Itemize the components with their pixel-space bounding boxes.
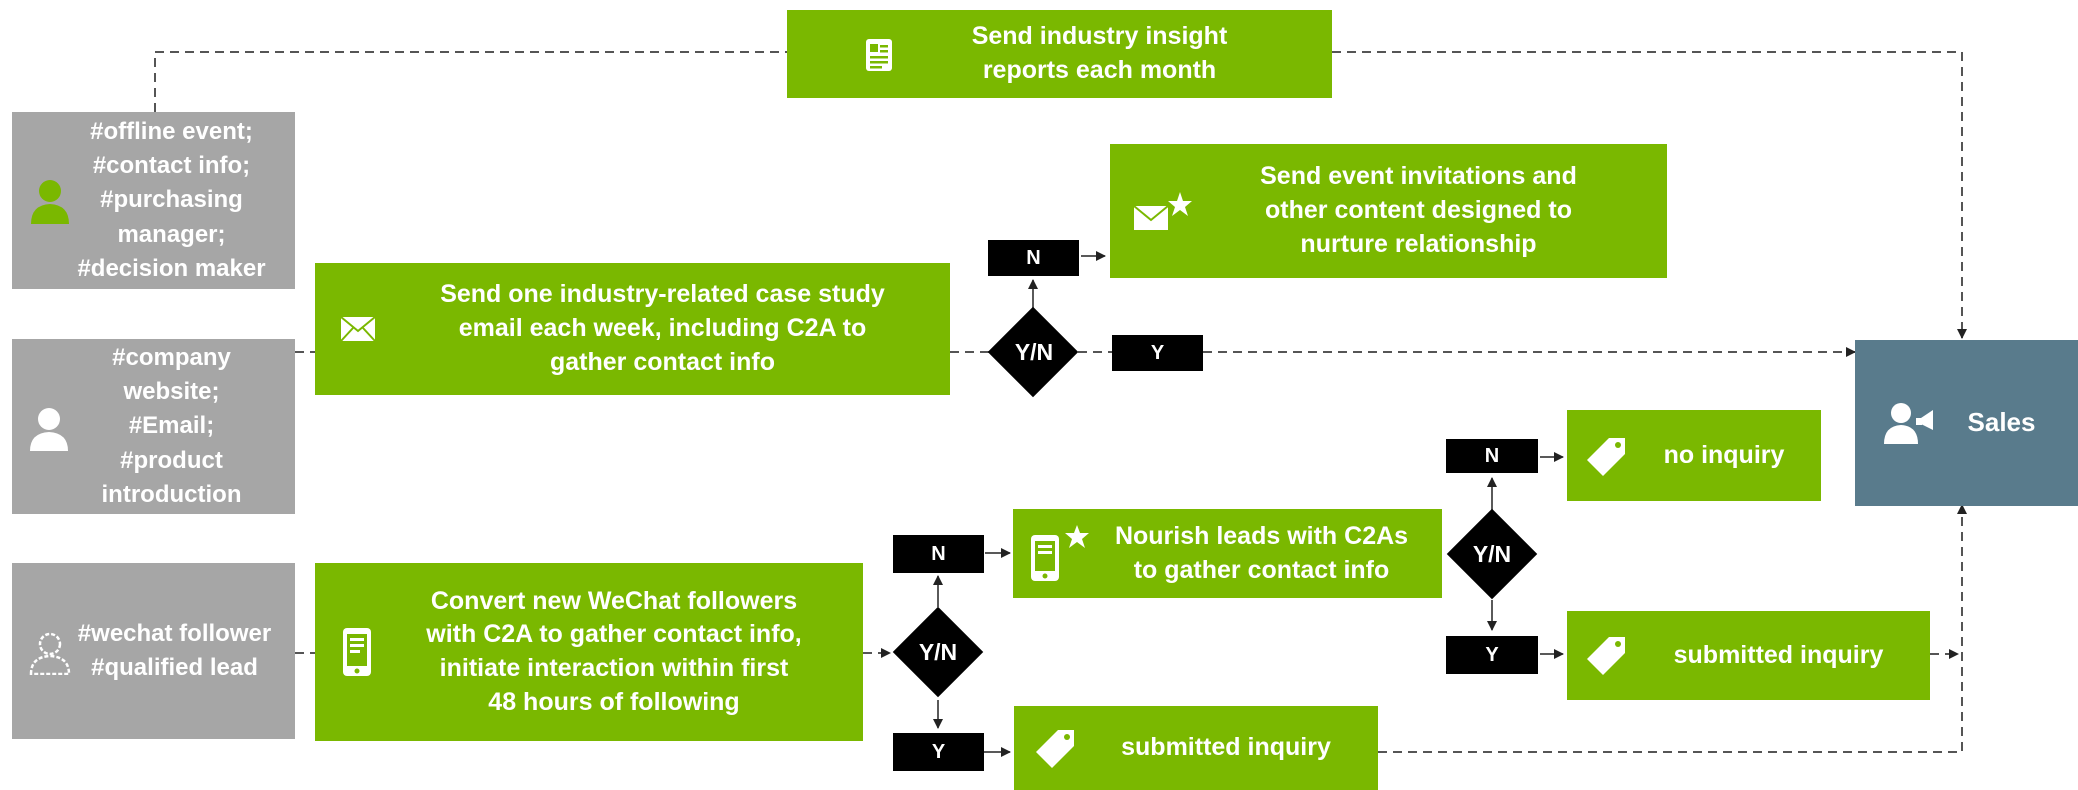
source-website: #company website; #Email; #product intro…	[12, 339, 295, 514]
sales-text: Sales	[1967, 407, 2036, 438]
action-event-invitations-text: Send event invitations and other content…	[1260, 162, 1577, 258]
tag-icon	[1587, 637, 1625, 675]
person-icon	[30, 408, 68, 451]
envelope-star-icon	[1133, 192, 1192, 230]
person-outline-icon	[29, 632, 71, 675]
action-case-study-text: Send one industry-related case study ema…	[440, 280, 885, 376]
report-icon	[866, 39, 892, 71]
outcome-submitted-inquiry-upper: submitted inquiry	[1567, 611, 1930, 700]
phone-icon	[343, 628, 371, 676]
tag-icon	[1587, 438, 1625, 476]
action-insight-reports-text: Send industry insight reports each month	[971, 22, 1228, 84]
label-yes-3: Y	[1446, 636, 1538, 674]
outcome-no-inquiry: no inquiry	[1567, 410, 1821, 501]
source-website-text: #company website; #Email; #product intro…	[101, 344, 242, 508]
action-case-study: Send one industry-related case study ema…	[315, 263, 950, 395]
action-insight-reports: Send industry insight reports each month	[787, 10, 1332, 98]
decision-label-1: Y/N	[1014, 338, 1054, 365]
action-wechat-convert-text: Convert new WeChat followers with C2A to…	[426, 586, 802, 716]
source-wechat: #wechat follower #qualified lead	[12, 563, 295, 739]
outcome-no-inquiry-text: no inquiry	[1663, 440, 1785, 469]
source-offline: #offline event; #contact info; #purchasi…	[12, 112, 295, 289]
label-yes-1: Y	[1112, 335, 1203, 371]
source-wechat-text: #wechat follower #qualified lead	[77, 619, 272, 681]
outcome-submitted-inquiry-upper-text: submitted inquiry	[1673, 640, 1884, 669]
action-nourish-leads-text: Nourish leads with C2As to gather contac…	[1114, 521, 1409, 584]
envelope-icon	[340, 316, 376, 342]
person-icon	[31, 180, 69, 224]
label-no-3: N	[1446, 439, 1538, 473]
label-no-2: N	[893, 535, 984, 573]
action-nourish-leads: Nourish leads with C2As to gather contac…	[1013, 509, 1442, 598]
action-wechat-convert: Convert new WeChat followers with C2A to…	[315, 563, 863, 741]
label-yes-2: Y	[893, 733, 984, 771]
phone-star-icon	[1031, 525, 1089, 581]
action-event-invitations: Send event invitations and other content…	[1110, 144, 1667, 278]
source-offline-text: #offline event; #contact info; #purchasi…	[77, 118, 266, 282]
sales-box: Sales	[1855, 340, 2078, 506]
decision-label-3: Y/N	[1472, 540, 1512, 567]
label-no-1: N	[988, 240, 1079, 276]
decision-label-2: Y/N	[918, 638, 958, 665]
outcome-submitted-inquiry-lower: submitted inquiry	[1014, 706, 1378, 790]
sales-person-icon	[1884, 403, 1933, 444]
outcome-submitted-inquiry-lower-text: submitted inquiry	[1121, 733, 1331, 762]
tag-icon	[1036, 730, 1074, 768]
